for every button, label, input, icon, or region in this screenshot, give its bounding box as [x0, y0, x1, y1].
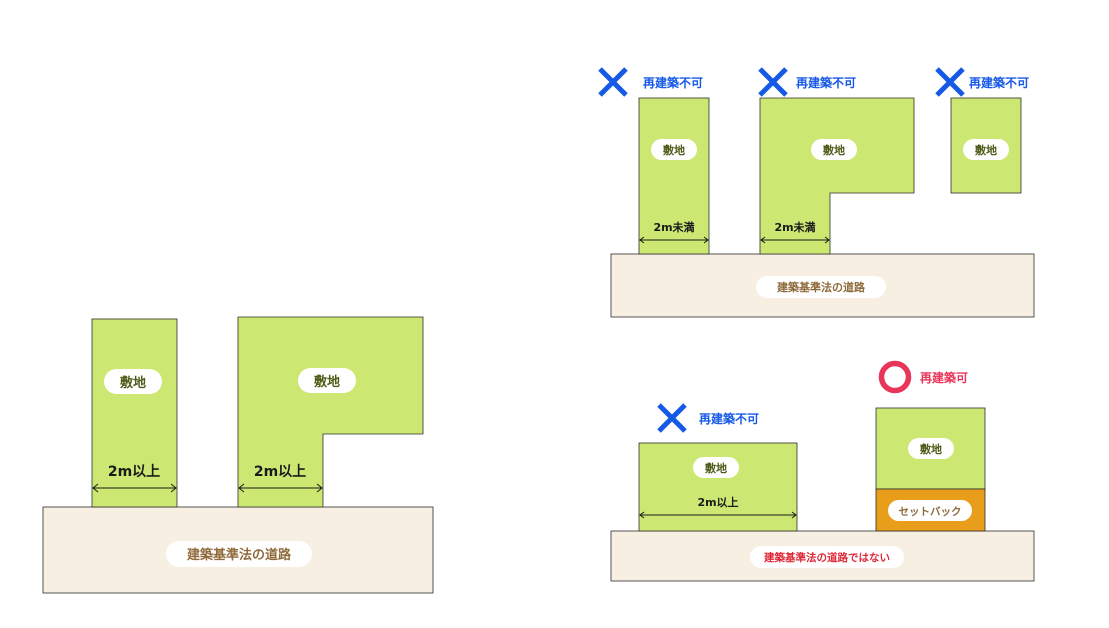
site-flag-top — [759, 97, 915, 255]
not-road-label: 建築基準法の道路ではない — [763, 551, 890, 564]
status-rebuildable: 再建築可 — [920, 370, 968, 385]
width-label-over-2m: 2m以上 — [697, 495, 738, 509]
site-label-pill — [693, 457, 739, 478]
road-label-left: 建築基準法の道路 — [187, 547, 292, 563]
site-label: 敷地 — [120, 375, 146, 391]
double-arrow-icon — [238, 483, 323, 493]
site-label: 敷地 — [920, 442, 942, 456]
status-not-rebuildable: 再建築不可 — [969, 75, 1029, 90]
site-flag-left — [237, 316, 424, 508]
cross-icon — [758, 67, 788, 97]
site-label: 敷地 — [663, 143, 685, 157]
road-label-pill-left — [166, 541, 312, 567]
width-label-over-2m: 2m以上 — [254, 464, 306, 480]
not-road-label-pill — [750, 546, 904, 568]
status-not-rebuildable: 再建築不可 — [643, 75, 703, 90]
site-label-pill — [811, 139, 857, 160]
cross-icon — [935, 67, 965, 97]
width-label-under-2m: 2m未満 — [653, 220, 694, 234]
site-label: 敷地 — [314, 374, 340, 390]
cross-icon — [657, 403, 687, 433]
road-label-pill-top — [756, 276, 886, 298]
double-arrow-icon — [639, 511, 797, 519]
site-narrow-left — [91, 318, 178, 508]
status-not-rebuildable: 再建築不可 — [699, 411, 759, 426]
site-label-pill — [908, 438, 954, 459]
circle-icon — [878, 360, 912, 394]
site-label: 敷地 — [823, 143, 845, 157]
site-label-pill — [298, 368, 356, 393]
bottom-right-panel: 建築基準法の道路ではない 敷地 2m以上 再建築不可 敷地 セットバック 再建築… — [610, 360, 1035, 582]
double-arrow-icon — [639, 236, 709, 244]
setback-label-pill — [888, 500, 972, 521]
site-label-pill — [651, 139, 697, 160]
width-label-over-2m: 2m以上 — [108, 464, 160, 480]
double-arrow-icon — [92, 483, 177, 493]
setback-label: セットバック — [899, 506, 962, 518]
width-label-under-2m: 2m未満 — [774, 220, 815, 234]
site-label: 敷地 — [975, 143, 997, 157]
site-narrow-top — [638, 97, 710, 255]
top-right-panel: 建築基準法の道路 敷地 2m未満 再建築不可 敷地 2m未満 再建築 — [598, 67, 1035, 318]
site-wide-bottom — [638, 442, 798, 532]
cross-icon — [598, 67, 628, 97]
double-arrow-icon — [760, 236, 830, 244]
left-panel: 建築基準法の道路 敷地 2m以上 敷地 2m以上 — [42, 316, 434, 594]
site-label-pill — [104, 369, 162, 394]
road-label-top: 建築基準法の道路 — [777, 280, 866, 294]
site-label: 敷地 — [705, 461, 727, 475]
site-label-pill — [963, 139, 1009, 160]
status-not-rebuildable: 再建築不可 — [796, 75, 856, 90]
